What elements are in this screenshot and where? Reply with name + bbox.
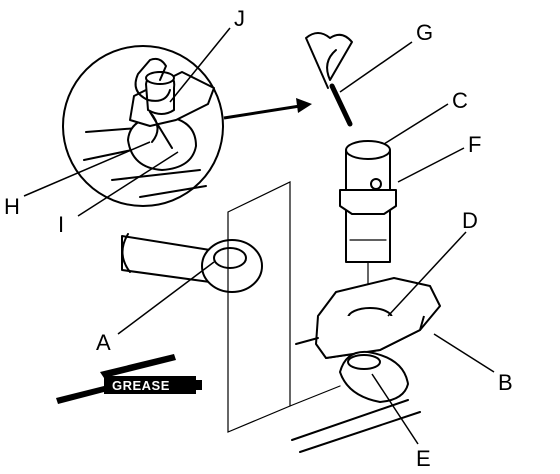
- leader-D: [387, 231, 467, 317]
- knuckle-arm-1: [291, 399, 409, 441]
- clip-leg: [329, 83, 353, 127]
- grease-gun-cap: [196, 380, 202, 390]
- leader-A: [117, 261, 215, 335]
- ball-joint-hole: [213, 247, 247, 269]
- retaining-clip: [305, 32, 353, 127]
- pin-head: [345, 140, 391, 160]
- detail-line-4: [139, 185, 207, 198]
- detail-line-1: [85, 127, 139, 133]
- grease-gun-icon: GREASE: [56, 354, 202, 404]
- knuckle-arm-2: [299, 411, 421, 453]
- label-G: G: [416, 20, 433, 45]
- leader-G: [339, 41, 413, 93]
- detail-circle-outline: [62, 45, 224, 207]
- leader-B: [433, 333, 495, 373]
- grease-gun-handle: [100, 354, 176, 378]
- label-A: A: [96, 330, 111, 355]
- grease-gun-barrel: [104, 376, 196, 394]
- grease-label: GREASE: [112, 378, 170, 393]
- knuckle-link: [289, 385, 341, 407]
- label-I: I: [58, 212, 64, 237]
- yoke-arm: [295, 337, 319, 345]
- detail-clip: [134, 57, 171, 102]
- leader-J: [169, 27, 231, 103]
- ball-joint: [121, 233, 263, 293]
- pin-collar: [339, 189, 397, 215]
- leader-I: [77, 151, 179, 217]
- clip-wire: [305, 32, 353, 89]
- label-E: E: [416, 446, 431, 471]
- ball-joint-end: [121, 233, 131, 273]
- label-B: B: [498, 370, 513, 395]
- label-F: F: [468, 132, 481, 157]
- knuckle-bore: [347, 354, 381, 370]
- detail-line-2: [83, 149, 133, 161]
- detail-arrow: [223, 98, 312, 120]
- mount-plate: [227, 181, 291, 433]
- pivot-pin: [339, 140, 397, 263]
- pin-hole: [370, 178, 382, 190]
- grease-gun-nozzle: [56, 386, 104, 404]
- label-J: J: [234, 6, 245, 31]
- leader-H: [23, 141, 151, 197]
- leader-E: [371, 373, 419, 445]
- detail-clip-leg: [149, 111, 173, 149]
- label-C: C: [452, 88, 468, 113]
- label-H: H: [4, 194, 20, 219]
- yoke-bracket: [295, 277, 441, 359]
- label-D: D: [462, 208, 478, 233]
- leader-lines: [23, 27, 495, 445]
- leader-F: [397, 147, 465, 183]
- leader-C: [383, 103, 449, 145]
- lower-knuckle: [289, 350, 421, 453]
- detail-line-3: [111, 169, 201, 181]
- detail-magnifier: [62, 45, 224, 207]
